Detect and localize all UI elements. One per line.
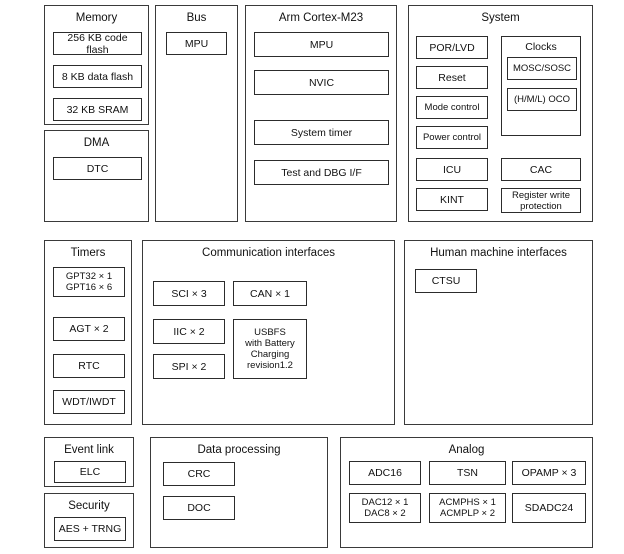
group-memory: Memory 256 KB code flash 8 KB data flash… <box>44 5 149 125</box>
block-icu: ICU <box>416 158 488 181</box>
block-sram: 32 KB SRAM <box>53 98 142 121</box>
block-tsn: TSN <box>429 461 506 485</box>
group-title-communication: Communication interfaces <box>202 247 335 259</box>
block-kint: KINT <box>416 188 488 211</box>
group-title-bus: Bus <box>186 12 207 24</box>
group-bus: Bus MPU <box>155 5 238 222</box>
block-cpu-mpu: MPU <box>254 32 389 57</box>
group-cpu: Arm Cortex-M23 MPU NVIC System timer Tes… <box>245 5 397 222</box>
block-crc: CRC <box>163 462 235 486</box>
block-reset: Reset <box>416 66 488 89</box>
block-bus-mpu: MPU <box>166 32 227 55</box>
block-dac: DAC12 × 1 DAC8 × 2 <box>349 493 421 523</box>
block-usbfs: USBFS with Battery Charging revision1.2 <box>233 319 307 379</box>
block-wdt-iwdt: WDT/IWDT <box>53 390 125 414</box>
group-title-security: Security <box>68 500 110 512</box>
block-register-write-protection: Register write protection <box>501 188 581 213</box>
group-dma: DMA DTC <box>44 130 149 222</box>
block-mode-control: Mode control <box>416 96 488 119</box>
block-rtc: RTC <box>53 354 125 378</box>
block-opamp: OPAMP × 3 <box>512 461 586 485</box>
block-mosc-sosc: MOSC/SOSC <box>507 57 577 80</box>
group-hmi: Human machine interfaces CTSU <box>404 240 593 425</box>
block-acmp: ACMPHS × 1 ACMPLP × 2 <box>429 493 506 523</box>
block-gpt: GPT32 × 1 GPT16 × 6 <box>53 267 125 297</box>
block-iic: IIC × 2 <box>153 319 225 344</box>
block-sci: SCI × 3 <box>153 281 225 306</box>
block-aes-trng: AES + TRNG <box>54 517 126 541</box>
block-ctsu: CTSU <box>415 269 477 293</box>
block-power-control: Power control <box>416 126 488 149</box>
group-title-cpu: Arm Cortex-M23 <box>278 12 364 24</box>
block-hml-oco: (H/M/L) OCO <box>507 88 577 111</box>
group-title-hmi: Human machine interfaces <box>430 247 567 259</box>
block-nvic: NVIC <box>254 70 389 95</box>
block-doc: DOC <box>163 496 235 520</box>
group-timers: Timers GPT32 × 1 GPT16 × 6 AGT × 2 RTC W… <box>44 240 132 425</box>
group-data-processing: Data processing CRC DOC <box>150 437 328 548</box>
block-system-timer: System timer <box>254 120 389 145</box>
block-test-dbg-if: Test and DBG I/F <box>254 160 389 185</box>
block-por-lvd: POR/LVD <box>416 36 488 59</box>
group-system: System POR/LVD Reset Mode control Power … <box>408 5 593 222</box>
group-analog: Analog ADC16 TSN OPAMP × 3 DAC12 × 1 DAC… <box>340 437 593 548</box>
subgroup-clocks: Clocks MOSC/SOSC (H/M/L) OCO <box>501 36 581 136</box>
block-spi: SPI × 2 <box>153 354 225 379</box>
group-title-event-link: Event link <box>64 444 114 456</box>
block-agt: AGT × 2 <box>53 317 125 341</box>
group-title-analog: Analog <box>448 444 485 456</box>
group-title-system: System <box>481 12 520 24</box>
block-data-flash: 8 KB data flash <box>53 65 142 88</box>
group-title-timers: Timers <box>70 247 106 259</box>
block-adc16: ADC16 <box>349 461 421 485</box>
group-title-memory: Memory <box>75 12 118 24</box>
group-event-link: Event link ELC <box>44 437 134 487</box>
subgroup-title-clocks: Clocks <box>525 41 557 53</box>
block-code-flash: 256 KB code flash <box>53 32 142 56</box>
block-dtc: DTC <box>53 157 142 180</box>
block-can: CAN × 1 <box>233 281 307 306</box>
block-sdadc24: SDADC24 <box>512 493 586 523</box>
group-security: Security AES + TRNG <box>44 493 134 548</box>
group-title-data-processing: Data processing <box>197 444 281 456</box>
group-communication-interfaces: Communication interfaces SCI × 3 IIC × 2… <box>142 240 395 425</box>
block-cac: CAC <box>501 158 581 181</box>
group-title-dma: DMA <box>83 137 110 149</box>
block-elc: ELC <box>54 461 126 483</box>
